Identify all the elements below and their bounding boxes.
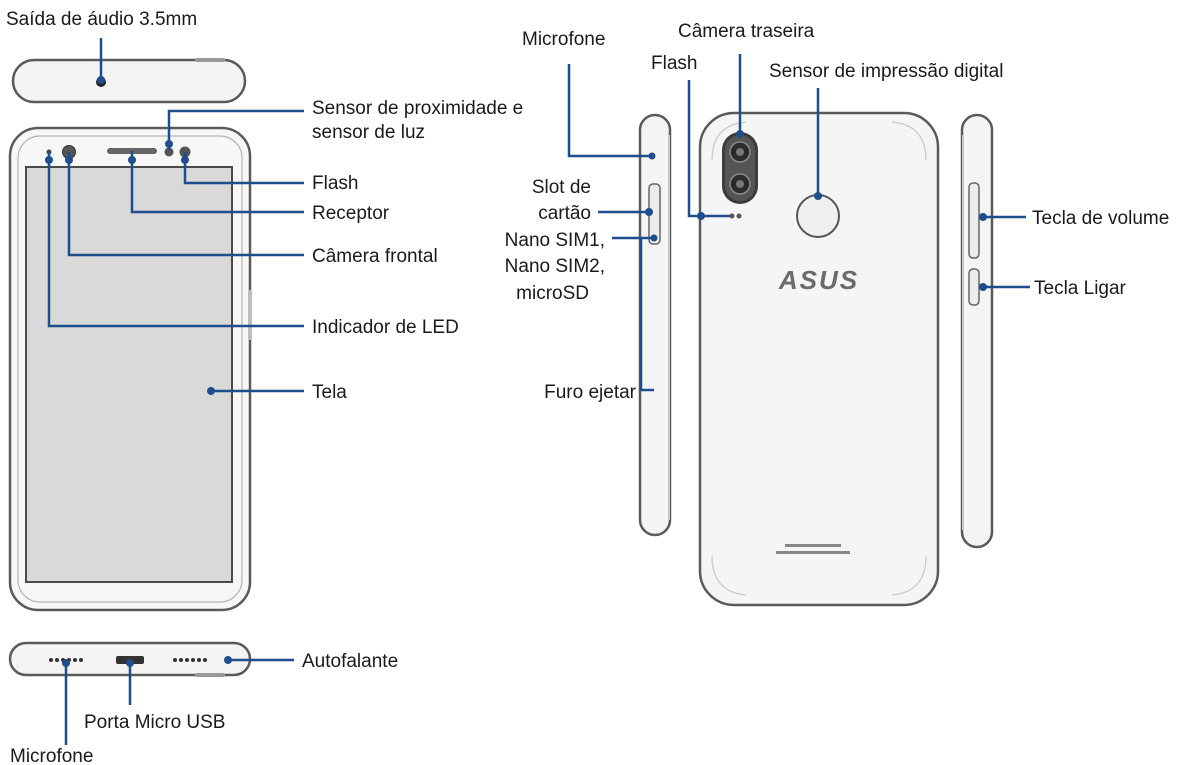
leader-lines xyxy=(47,38,1030,745)
label-rear-camera: Câmera traseira xyxy=(678,21,815,42)
volume-key xyxy=(968,182,980,259)
label-receiver: Receptor xyxy=(312,203,390,224)
label-power: Tecla Ligar xyxy=(1034,278,1127,299)
phone-left-side-view xyxy=(638,113,672,537)
label-proximity-2: sensor de luz xyxy=(312,122,425,143)
leader-dots xyxy=(45,76,987,667)
label-front-camera: Câmera frontal xyxy=(312,246,438,267)
label-card-slot-1: Slot de xyxy=(532,177,591,198)
screen-area xyxy=(25,166,233,583)
label-card-slot-2: cartão xyxy=(538,203,591,224)
label-audio-jack: Saída de áudio 3.5mm xyxy=(6,9,197,30)
phone-right-side-view xyxy=(960,113,994,549)
label-mic-bottom: Microfone xyxy=(10,746,93,765)
label-eject: Furo ejetar xyxy=(544,382,637,403)
asus-logo: ASUS xyxy=(778,265,859,295)
phone-top-view xyxy=(11,58,247,104)
label-micro-usb: Porta Micro USB xyxy=(84,712,225,733)
label-card-slot-3: Nano SIM1, xyxy=(505,230,605,251)
label-card-slot-4: Nano SIM2, xyxy=(505,256,605,277)
label-led: Indicador de LED xyxy=(312,317,459,338)
fingerprint-sensor-icon xyxy=(796,194,840,238)
speaker-grille-icon xyxy=(49,658,207,662)
rear-flash-icon xyxy=(729,213,742,219)
label-mic-side: Microfone xyxy=(522,29,605,50)
phone-back-view: ASUS xyxy=(698,111,940,607)
label-speaker: Autofalante xyxy=(302,651,398,672)
label-flash-front: Flash xyxy=(312,173,358,194)
label-volume: Tecla de volume xyxy=(1032,208,1169,229)
callout-labels: Saída de áudio 3.5mm Sensor de proximida… xyxy=(6,9,1169,765)
power-key xyxy=(968,268,980,306)
label-proximity-1: Sensor de proximidade e xyxy=(312,98,523,119)
proximity-sensor-dot xyxy=(164,147,174,157)
label-flash-rear: Flash xyxy=(651,53,697,74)
label-card-slot-5: microSD xyxy=(516,283,589,304)
label-screen: Tela xyxy=(312,382,347,403)
rear-camera-icon xyxy=(722,132,758,204)
label-fingerprint: Sensor de impressão digital xyxy=(769,61,1003,82)
